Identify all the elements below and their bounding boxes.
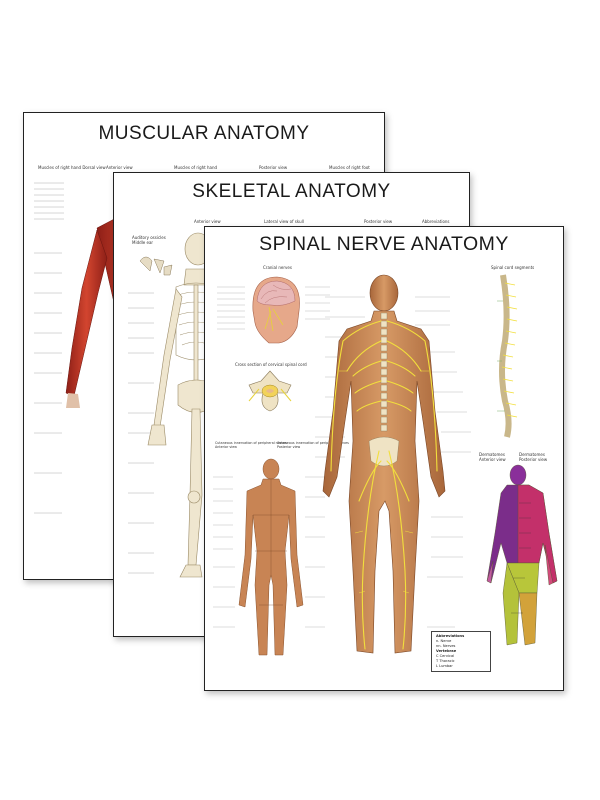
abbreviation-line: C Cervical — [436, 654, 455, 658]
view-label: Lateral view of skull — [264, 219, 304, 224]
dermatomes-figure — [486, 464, 558, 646]
view-label: Anterior view — [106, 165, 133, 170]
view-label: Anterior view — [194, 219, 221, 224]
view-label: Muscles of right hand Dorsal view — [38, 165, 106, 170]
view-label: Muscles of right foot — [329, 165, 370, 170]
poster-title: MUSCULAR ANATOMY — [98, 123, 310, 144]
abbreviations-box: Abbreviations n. Nerve nn. Nerves Verteb… — [431, 631, 491, 672]
spinal-nerve-main-figure — [322, 274, 446, 654]
view-label: Cranial nerves — [263, 265, 292, 270]
view-label: Dermatomes Anterior view — [479, 452, 506, 462]
abbreviation-line: Vertebrae — [436, 649, 457, 653]
cervical-vertebra-cross-section — [248, 370, 292, 412]
cranial-nerves-illustration — [252, 276, 300, 344]
cutaneous-innervation-figure — [238, 458, 304, 656]
poster-spinal-nerve-anatomy: SPINAL NERVE ANATOMY Cranial nerves Spin… — [204, 226, 564, 691]
abbreviation-line: L Lumbar — [436, 664, 453, 668]
abbreviation-line: nn. Nerves — [436, 644, 456, 648]
poster-title: SKELETAL ANATOMY — [192, 181, 391, 202]
poster-title: SPINAL NERVE ANATOMY — [259, 233, 509, 255]
view-label: Muscles of right hand — [174, 165, 218, 170]
label-lines — [128, 292, 154, 574]
spinal-cord-segments-illustration — [497, 274, 518, 438]
abbreviation-line: T Thoracic — [436, 659, 455, 663]
view-label: Auditory ossicles Middle ear — [132, 235, 166, 245]
view-label: Dermatomes Posterior view — [519, 452, 548, 462]
view-label: Cross section of cervical spinal cord — [235, 362, 307, 367]
abbreviations-title: Abbreviations — [436, 634, 465, 638]
view-label: Spinal cord segments — [491, 265, 535, 270]
auditory-ossicles — [139, 256, 173, 276]
view-label: Abbreviations — [422, 219, 450, 224]
view-label: Posterior view — [364, 219, 393, 224]
abbreviation-line: n. Nerve — [436, 639, 452, 643]
view-label: Posterior view — [259, 165, 288, 170]
